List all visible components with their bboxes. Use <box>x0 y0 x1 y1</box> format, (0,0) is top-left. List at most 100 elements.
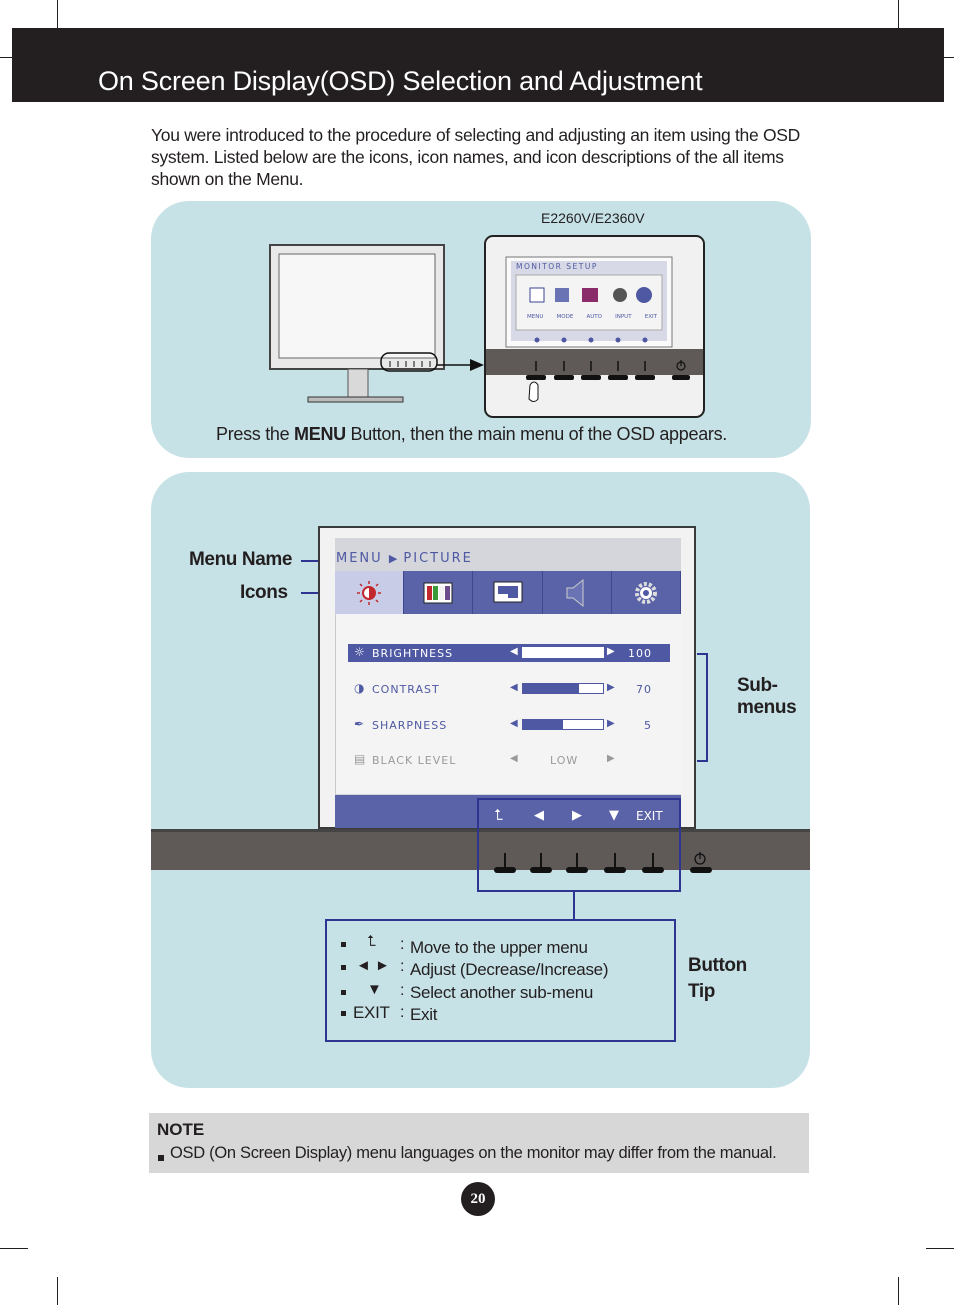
model-label: E2260V/E2360V <box>541 210 645 226</box>
submenu-label: SHARPNESS <box>372 719 448 732</box>
legend-desc: Adjust (Decrease/Increase) <box>410 960 609 979</box>
legend-desc: Select another sub-menu <box>410 983 594 1002</box>
breadcrumb-menu: MENU <box>336 551 383 566</box>
display-icon[interactable] <box>473 571 543 614</box>
volume-icon[interactable] <box>542 571 612 614</box>
upper-menu-icon: ⮤ <box>367 933 376 950</box>
submenu-brightness[interactable]: ☼ BRIGHTNESS ◀ ▶ 100 <box>348 644 670 662</box>
submenu-value: LOW <box>550 754 579 767</box>
submenu-value: 5 <box>644 719 652 732</box>
submenu-label: BRIGHTNESS <box>372 647 454 660</box>
crop-mark <box>57 0 58 28</box>
osd-button-tip-bar <box>335 795 681 828</box>
intro-paragraph: You were introduced to the procedure of … <box>151 125 801 189</box>
submenu-black-level[interactable]: ▤ BLACK LEVEL ◀ LOW ▶ <box>348 751 670 769</box>
power-icon <box>694 852 706 865</box>
button-marker <box>652 853 654 867</box>
select-button[interactable] <box>604 867 626 873</box>
small-osd-label: INPUT <box>615 314 632 320</box>
icons-callout: Icons <box>240 582 288 603</box>
button-marker <box>540 853 542 867</box>
level-fill <box>523 720 563 729</box>
legend-desc: Move to the upper menu <box>410 938 588 957</box>
submenu-value: 100 <box>628 647 652 660</box>
exit-label: EXIT <box>353 1003 390 1022</box>
button-marker <box>504 853 506 867</box>
osd-tab-bar <box>335 571 682 614</box>
button-marker <box>576 853 578 867</box>
page-header: On Screen Display(OSD) Selection and Adj… <box>12 28 944 102</box>
crop-mark <box>944 57 954 58</box>
breadcrumb-page: PICTURE <box>403 551 473 566</box>
decrease-button[interactable] <box>530 867 552 873</box>
small-osd-labels: MENU MODE AUTO INPUT EXIT <box>527 314 657 320</box>
submenu-value: 70 <box>636 683 652 696</box>
crop-mark <box>57 1277 58 1305</box>
exit-tip: EXIT <box>636 809 663 823</box>
increase-arrow-icon: ▶ <box>607 753 616 764</box>
crop-mark <box>0 57 12 58</box>
legend-bullet <box>341 965 346 970</box>
small-osd-label: AUTO <box>586 314 602 320</box>
note-box <box>149 1113 809 1173</box>
crop-mark <box>0 1248 28 1249</box>
black-level-icon: ▤ <box>354 752 367 766</box>
color-icon[interactable] <box>404 571 474 614</box>
page-title: On Screen Display(OSD) Selection and Adj… <box>98 66 703 96</box>
caption-text: Press the <box>216 424 295 444</box>
down-arrow-icon: ▼ <box>367 981 382 998</box>
submenu-label: CONTRAST <box>372 683 440 696</box>
breadcrumb-arrow-icon: ▶ <box>388 552 398 565</box>
level-fill <box>523 684 579 693</box>
exit-button[interactable] <box>642 867 664 873</box>
increase-icon: ▶ <box>572 808 582 823</box>
submenu-contrast[interactable]: ◑ CONTRAST ◀ ▶ 70 <box>348 680 670 698</box>
increase-arrow-icon: ▶ <box>607 646 616 657</box>
upper-menu-icon: ⮤ <box>494 806 503 824</box>
menu-button[interactable] <box>494 867 516 873</box>
brightness-icon[interactable] <box>335 571 405 614</box>
crop-mark <box>898 0 899 28</box>
small-osd-label: MENU <box>527 314 544 320</box>
monitor-illustration <box>269 235 705 418</box>
decrease-arrow-icon: ◀ <box>510 682 519 693</box>
button-marker <box>614 853 616 867</box>
menu-caption: Press the MENU Button, then the main men… <box>216 424 727 445</box>
submenu-label: BLACK LEVEL <box>372 754 457 767</box>
menu-name-callout: Menu Name <box>189 549 293 570</box>
decrease-arrow-icon: ◀ <box>510 718 519 729</box>
legend-colon: : <box>400 958 405 975</box>
note-text: OSD (On Screen Display) menu languages o… <box>170 1144 777 1162</box>
small-osd-title: MONITOR SETUP <box>516 262 598 271</box>
level-fill <box>523 648 603 657</box>
button-tip-callout: Tip <box>688 981 715 1002</box>
legend-colon: : <box>400 936 405 953</box>
level-bar <box>522 683 604 694</box>
legend-colon: : <box>400 1004 405 1021</box>
button-tip-highlight <box>477 798 681 892</box>
crop-mark <box>926 1248 954 1249</box>
caption-bold: MENU <box>294 424 346 444</box>
submenu-sharpness[interactable]: ✒ SHARPNESS ◀ ▶ 5 <box>348 716 670 734</box>
note-title: NOTE <box>157 1120 205 1139</box>
page-number: 20 <box>461 1182 495 1216</box>
decrease-icon: ◀ <box>534 808 544 823</box>
legend-bullet <box>341 1011 346 1016</box>
adjust-arrows-icon: ◄ ► <box>356 957 390 974</box>
legend-colon: : <box>400 982 405 999</box>
button-tip-callout: Button <box>688 955 747 976</box>
small-osd-label: EXIT <box>644 314 657 320</box>
power-button[interactable] <box>690 867 712 873</box>
legend-bullet <box>341 990 346 995</box>
button-tip-legend <box>325 919 676 1042</box>
legend-bullet <box>341 942 346 947</box>
sub-menus-callout: menus <box>737 697 797 718</box>
decrease-arrow-icon: ◀ <box>510 646 519 657</box>
note-bullet <box>158 1155 164 1161</box>
increase-button[interactable] <box>566 867 588 873</box>
crop-mark <box>898 1277 899 1305</box>
decrease-arrow-icon: ◀ <box>510 753 519 764</box>
sharpness-icon: ✒ <box>354 717 366 731</box>
settings-icon[interactable] <box>611 571 682 614</box>
level-bar <box>522 647 604 658</box>
